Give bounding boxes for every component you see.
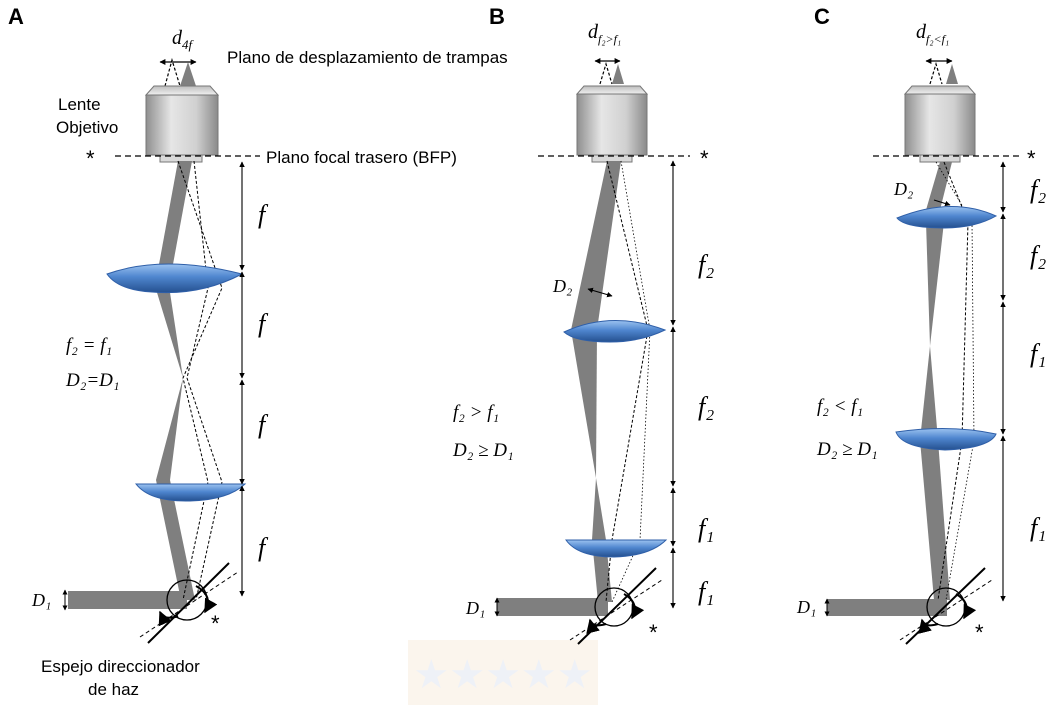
panel-letter-b: B	[489, 4, 505, 29]
star-bfp-a: *	[86, 146, 95, 171]
equation-a-2: D₂=D₁	[65, 370, 119, 391]
mirror-label-line2: de haz	[88, 680, 139, 699]
dimension-label-a-2: f	[258, 309, 269, 338]
beam-a-2	[155, 286, 183, 378]
ray-dashed-a1	[177, 160, 223, 601]
lens-b-top	[563, 319, 667, 343]
panel-b: B df₂>f₁ * D₂ f₂ > f₁ D₂ ≥ D₁ f₂ f₂ f₁	[452, 4, 714, 645]
steering-mirror-b	[569, 567, 663, 645]
trap-plane-label: Plano de desplazamiento de trampas	[227, 48, 508, 67]
d1-label-c: D₁	[796, 597, 816, 617]
d1-label-b: D₁	[465, 598, 485, 618]
dimension-label-c-2: f₂	[1030, 241, 1046, 270]
d2-label-c: D₂	[893, 179, 913, 199]
dimension-label-a-4: f	[258, 533, 269, 562]
panel-c: C df₂<f₁ * D₂ f₂ < f₁ D₂ ≥ D₁ f₂ f₂ f₁	[796, 4, 1046, 645]
dimension-label-c-3: f₁	[1030, 339, 1046, 368]
trap-dashed-c	[929, 61, 943, 85]
star-bfp-b: *	[700, 146, 709, 171]
panel-letter-c: C	[814, 4, 830, 29]
watermark-logo: ★★★★★	[408, 640, 598, 705]
d1-label-a: D₁	[31, 590, 51, 610]
beam-b-3	[592, 478, 606, 540]
beam-b-1	[571, 161, 621, 330]
dimension-label-c-4: f₁	[1030, 513, 1046, 542]
dimension-label-b-3: f₁	[698, 514, 714, 543]
displacement-label-c: df₂<f₁	[916, 21, 949, 46]
panel-a: A d4f Plano de desplazamiento de trampas…	[8, 4, 508, 699]
dimension-label-a-1: f	[258, 200, 269, 229]
dimension-label-b-2: f₂	[698, 392, 714, 421]
dimension-label-b-4: f₁	[698, 577, 714, 606]
d2-arrow-b	[587, 287, 613, 298]
beam-a-1	[155, 161, 192, 286]
dimension-label-a-3: f	[258, 410, 269, 439]
beam-a-4	[156, 480, 195, 600]
dimension-label-c-1: f₂	[1030, 175, 1046, 204]
trap-dashed-a	[164, 57, 181, 87]
svg-text:★★★★★: ★★★★★	[413, 653, 592, 697]
d2-label-b: D₂	[552, 276, 572, 296]
equation-c-1: f₂ < f₁	[817, 396, 863, 417]
panel-letter-a: A	[8, 4, 24, 29]
lens-c-bottom	[895, 427, 997, 451]
ray-dashed-b1	[605, 160, 649, 603]
equation-b-1: f₂ > f₁	[453, 402, 499, 423]
equation-c-2: D₂ ≥ D₁	[816, 439, 878, 460]
input-beam-b	[497, 598, 608, 616]
ray-dashed-c1	[937, 161, 969, 601]
trap-dashed-b	[599, 61, 613, 85]
equation-b-2: D₂ ≥ D₁	[452, 440, 514, 461]
input-beam-a	[68, 591, 187, 609]
mirror-label-line1: Espejo direccionador	[41, 657, 200, 676]
ray-dashed-a2	[186, 160, 223, 601]
objective-label-line2: Objetivo	[56, 118, 118, 137]
ray-dashed-b2	[611, 160, 651, 603]
objective-lens-c	[903, 85, 977, 163]
equation-a-1: f₂ = f₁	[66, 335, 112, 356]
steering-mirror-c	[899, 567, 993, 645]
lens-b-bottom	[565, 539, 668, 558]
objective-label-line1: Lente	[58, 95, 101, 114]
beam-c-4	[920, 440, 950, 600]
beam-a-3	[156, 378, 183, 480]
beam-c-2	[926, 222, 944, 346]
objective-lens-a	[144, 85, 220, 163]
displacement-label-b: df₂>f₁	[588, 21, 621, 46]
beam-c-3	[920, 346, 938, 440]
beam-b-2	[571, 330, 597, 478]
star-mirror-c: *	[975, 620, 984, 645]
trap-solid-a	[180, 62, 196, 86]
trap-solid-c	[946, 64, 958, 84]
star-bfp-c: *	[1027, 146, 1036, 171]
dimension-label-b-1: f₂	[698, 250, 714, 279]
trap-solid-b	[612, 64, 624, 84]
ray-dashed-c2	[935, 161, 975, 601]
steering-mirror-a	[139, 562, 239, 644]
displacement-label-a: d4f	[172, 27, 195, 52]
lens-a-top	[106, 263, 244, 294]
input-beam-c	[827, 599, 947, 616]
star-mirror-a: *	[211, 611, 220, 636]
lens-c-top	[896, 205, 998, 229]
d2-arrow-c	[933, 199, 951, 207]
star-mirror-b: *	[649, 620, 658, 645]
objective-lens-b	[575, 85, 649, 163]
lens-a-bottom	[134, 483, 247, 502]
beam-c-1	[926, 162, 952, 210]
bfp-label: Plano focal trasero (BFP)	[266, 148, 457, 167]
